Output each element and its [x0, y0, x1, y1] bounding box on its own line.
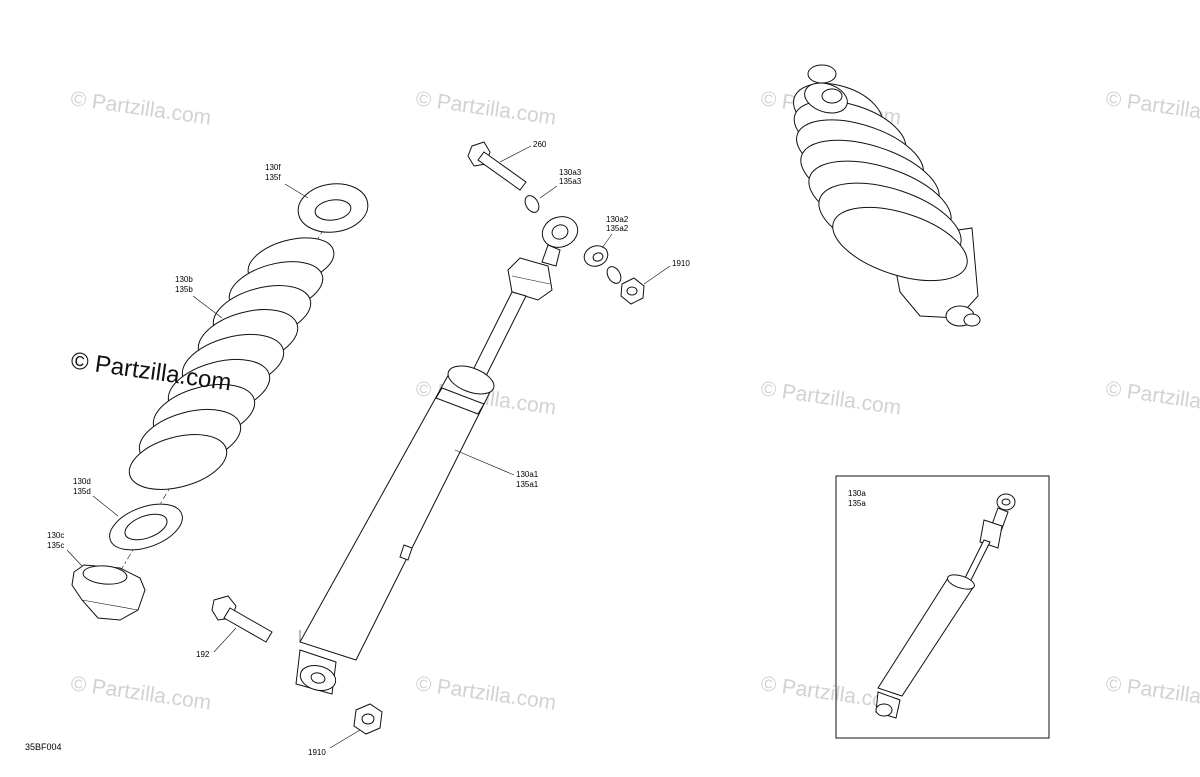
watermark: © Partzilla.com — [414, 87, 557, 129]
svg-text:135d: 135d — [73, 487, 91, 496]
shock-body[interactable] — [299, 361, 498, 661]
watermark: © Partzilla.com — [69, 672, 212, 714]
spring-seat-top[interactable] — [295, 179, 371, 236]
callout-1910-lower: 1910 — [308, 729, 361, 757]
spring-adjuster[interactable] — [71, 564, 146, 621]
shock-rod[interactable] — [471, 291, 527, 377]
svg-text:130d: 130d — [73, 477, 91, 486]
shock-top-eye[interactable] — [507, 212, 582, 301]
watermark: © Partzilla.com — [1104, 672, 1200, 714]
nut-lower[interactable] — [353, 703, 383, 735]
inset-shock[interactable] — [875, 493, 1016, 719]
svg-text:130f: 130f — [265, 163, 281, 172]
callout-1910-top: 1910 — [643, 259, 690, 285]
watermark: © Partzilla.com — [1104, 377, 1200, 419]
callout-192: 192 — [196, 627, 237, 659]
drawing-code: 35BF004 — [25, 742, 62, 752]
svg-text:130a: 130a — [848, 489, 866, 498]
svg-text:135f: 135f — [265, 173, 281, 182]
callout-130d: 130d 135d — [73, 477, 119, 517]
spring-seat-lower[interactable] — [103, 495, 188, 559]
svg-text:130b: 130b — [175, 275, 193, 284]
assembled-shock[interactable] — [786, 64, 981, 327]
svg-text:135c: 135c — [47, 541, 64, 550]
svg-text:130c: 130c — [47, 531, 64, 540]
svg-text:260: 260 — [533, 140, 547, 149]
callout-130b: 130b 135b — [175, 275, 223, 319]
bolt-260[interactable] — [467, 141, 527, 191]
watermark: © Partzilla.com — [759, 377, 902, 419]
callout-130c: 130c 135c — [47, 531, 83, 567]
nut-top[interactable] — [620, 277, 645, 305]
callout-130a2: 130a2 135a2 — [601, 215, 629, 249]
watermark: © Partzilla.com — [414, 672, 557, 714]
svg-text:1910: 1910 — [308, 748, 326, 757]
callout-130a1: 130a1 135a1 — [454, 449, 539, 489]
svg-text:135a3: 135a3 — [559, 177, 582, 186]
svg-text:130a3: 130a3 — [559, 168, 582, 177]
svg-text:130a1: 130a1 — [516, 470, 539, 479]
svg-text:135a1: 135a1 — [516, 480, 539, 489]
svg-text:135b: 135b — [175, 285, 193, 294]
shock-lower-eye[interactable] — [295, 649, 338, 695]
svg-text:1910: 1910 — [672, 259, 690, 268]
bushing-top[interactable] — [581, 242, 610, 269]
callout-260: 260 — [499, 140, 547, 163]
svg-text:135a2: 135a2 — [606, 224, 629, 233]
inset-frame — [835, 475, 1050, 739]
svg-text:135a: 135a — [848, 499, 866, 508]
callout-130a: 130a 135a — [848, 489, 866, 508]
svg-text:130a2: 130a2 — [606, 215, 629, 224]
bolt-192[interactable] — [211, 595, 273, 643]
coil-spring[interactable] — [123, 229, 339, 499]
callout-130f: 130f 135f — [265, 163, 309, 199]
retaining-ring-top[interactable] — [522, 193, 541, 215]
svg-text:192: 192 — [196, 650, 210, 659]
watermark: © Partzilla.com — [69, 87, 212, 129]
watermark: © Partzilla.com — [1104, 87, 1200, 129]
retaining-ring-side[interactable] — [604, 264, 623, 286]
callout-130a3: 130a3 135a3 — [539, 168, 582, 199]
